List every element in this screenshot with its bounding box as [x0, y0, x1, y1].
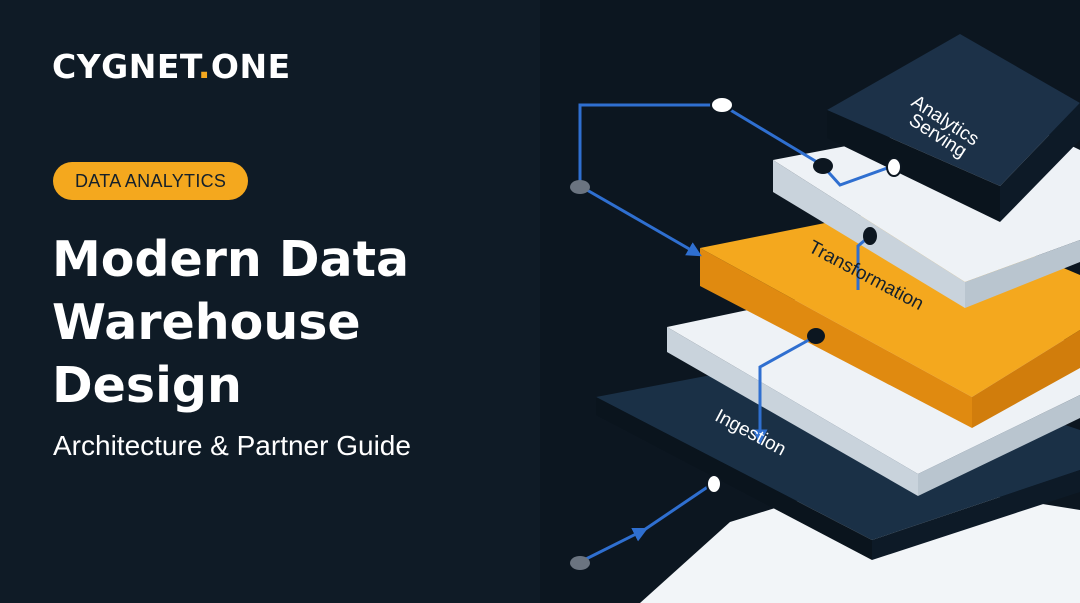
node-ingestion: [706, 474, 722, 494]
connector-to-transformation: [579, 184, 702, 257]
connector-nodes: [570, 96, 902, 570]
connector-bottom-right: [643, 482, 713, 532]
headline-line-3: Design: [52, 357, 242, 414]
node-left-top: [570, 180, 590, 194]
brand-dot: .: [197, 47, 211, 86]
brand-logo: CYGNET.ONE: [52, 50, 291, 83]
node-upper-mid: [813, 158, 833, 174]
headline: Modern Data Warehouse Design: [52, 228, 522, 417]
connector-lines: [578, 103, 891, 564]
connector-top: [578, 103, 891, 187]
subtitle: Architecture & Partner Guide: [53, 430, 411, 461]
brand-name-main: CYGNET: [52, 47, 198, 86]
isometric-illustration: Analytics Serving Transformation Ingesti…: [540, 0, 1080, 603]
category-badge: DATA ANALYTICS: [53, 162, 249, 200]
layer-stack-diagram: Analytics Serving Transformation Ingesti…: [570, 34, 1080, 603]
node-upper-right: [886, 157, 902, 177]
left-text-panel: CYGNET.ONE DATA ANALYTICS Modern Data Wa…: [52, 50, 522, 461]
node-lower-white: [807, 328, 825, 344]
headline-line-2: Warehouse: [52, 294, 361, 351]
brand-name-suffix: ONE: [210, 47, 291, 86]
node-transform: [863, 227, 877, 245]
connector-bottom: [579, 527, 649, 564]
analytics-serving-layer: [827, 34, 1080, 222]
node-top: [710, 96, 734, 114]
headline-line-1: Modern Data: [52, 231, 410, 288]
connector-down: [752, 334, 817, 445]
node-left-bottom: [570, 556, 590, 570]
